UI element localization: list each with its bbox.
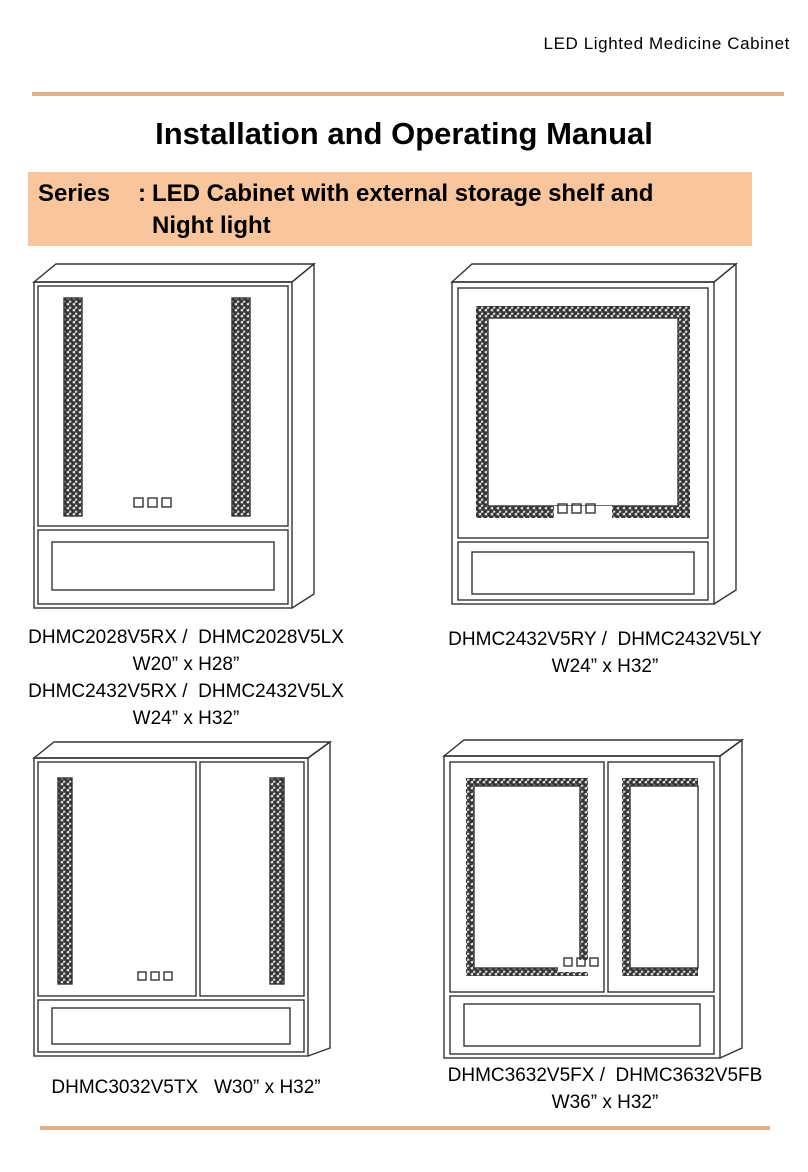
cabinet-drawing-double-frame-led — [442, 738, 745, 1059]
model-caption-3-line-1: DHMC3032V5TX W30” x H32” — [51, 1077, 321, 1098]
series-line-1: LED Cabinet with external storage shelf … — [152, 180, 654, 207]
cabinet-drawing-double-vertical-led — [32, 740, 333, 1057]
model-caption-3: DHMC3032V5TX W30” x H32” — [6, 1074, 366, 1101]
model-caption-4-line-1: DHMC3632V5FX / DHMC3632V5FB — [447, 1065, 763, 1086]
cabinet-drawing-single-vertical-led — [32, 262, 316, 609]
cabinet-drawing-single-frame-led — [450, 262, 738, 605]
series-banner: Series : LED Cabinet with external stora… — [28, 172, 752, 246]
page-title: Installation and Operating Manual — [155, 116, 653, 151]
model-caption-2: DHMC2432V5RY / DHMC2432V5LY W24” x H32” — [420, 626, 790, 680]
footer-rule — [40, 1126, 770, 1130]
model-caption-4: DHMC3632V5FX / DHMC3632V5FB W36” x H32” — [420, 1062, 790, 1116]
model-caption-1-line-2: W20” x H28” — [132, 654, 240, 675]
series-line-2: Night light — [152, 212, 271, 239]
model-caption-1: DHMC2028V5RX / DHMC2028V5LX W20” x H28” … — [6, 624, 366, 732]
series-key: Series — [38, 180, 111, 207]
model-caption-1-line-3: DHMC2432V5RX / DHMC2432V5LX — [28, 681, 344, 702]
model-caption-2-line-2: W24” x H32” — [551, 656, 659, 677]
model-caption-1-line-1: DHMC2028V5RX / DHMC2028V5LX — [28, 627, 344, 648]
model-caption-1-line-4: W24” x H32” — [132, 708, 240, 729]
doc-header-label: LED Lighted Medicine Cabinet — [543, 34, 790, 53]
model-caption-2-line-1: DHMC2432V5RY / DHMC2432V5LY — [448, 629, 762, 650]
series-colon: : — [138, 180, 146, 207]
header-rule — [32, 92, 784, 96]
model-caption-4-line-2: W36” x H32” — [551, 1092, 659, 1113]
